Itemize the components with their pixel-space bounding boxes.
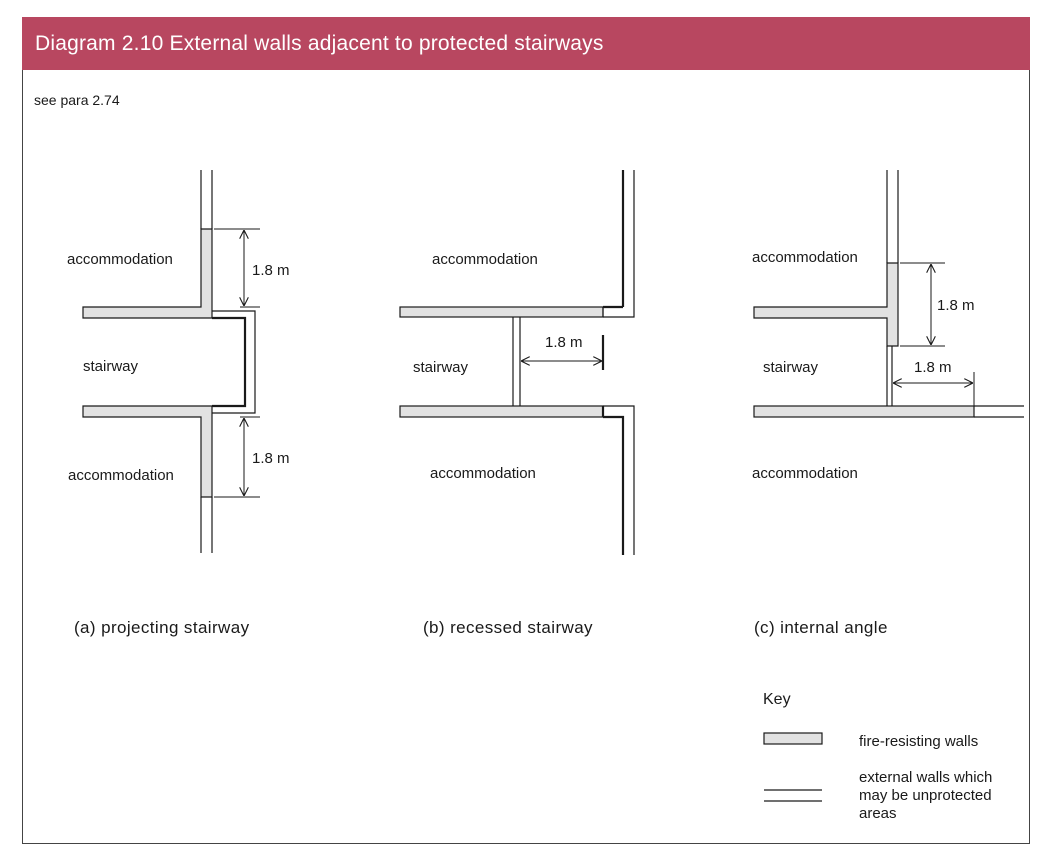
c-fire-resisting-wall-upper bbox=[753, 262, 899, 347]
key-legend: Key fire-resisting walls external walls … bbox=[763, 691, 992, 822]
para-reference: see para 2.74 bbox=[34, 92, 120, 108]
key-fire-resisting-swatch bbox=[763, 732, 823, 745]
a-dim-bottom-label: 1.8 m bbox=[252, 450, 290, 467]
b-label-bottom-room: accommodation bbox=[430, 465, 536, 482]
diagram-c-internal-angle: accommodation stairway accommodation 1.8… bbox=[752, 170, 1024, 637]
key-external-label-line-2: may be unprotected bbox=[859, 787, 992, 804]
key-external-label-line-3: areas bbox=[859, 805, 897, 822]
b-dim-label: 1.8 m bbox=[545, 334, 583, 351]
a-label-top-room: accommodation bbox=[67, 251, 173, 268]
c-label-bottom-room: accommodation bbox=[752, 465, 858, 482]
a-label-stairway: stairway bbox=[83, 358, 139, 375]
key-heading: Key bbox=[763, 691, 791, 708]
a-label-bottom-room: accommodation bbox=[68, 467, 174, 484]
key-external-label-line-1: external walls which bbox=[859, 769, 992, 786]
b-label-top-room: accommodation bbox=[432, 251, 538, 268]
b-lower-external-wall-inner bbox=[603, 415, 625, 555]
b-upper-fire-resisting-wall bbox=[399, 306, 604, 318]
c-dim-vertical-label: 1.8 m bbox=[937, 297, 975, 314]
b-lower-external-wall-outer bbox=[603, 405, 635, 555]
a-dim-top-label: 1.8 m bbox=[252, 262, 290, 279]
c-fire-resisting-wall-lower bbox=[753, 405, 975, 418]
diagram-a-projecting-stairway: accommodation stairway accommodation 1.8… bbox=[67, 170, 290, 637]
b-caption: (b) recessed stairway bbox=[423, 618, 593, 637]
diagram-b-recessed-stairway: accommodation stairway accommodation 1.8… bbox=[399, 170, 635, 637]
b-lower-fire-resisting-wall bbox=[399, 405, 604, 418]
a-upper-fire-resisting-wall bbox=[82, 228, 213, 319]
a-stair-enclosure-inner bbox=[212, 316, 247, 408]
b-label-stairway: stairway bbox=[413, 359, 469, 376]
a-stair-enclosure-outer bbox=[212, 310, 256, 414]
c-dim-horizontal-label: 1.8 m bbox=[914, 359, 952, 376]
key-fire-resisting-label: fire-resisting walls bbox=[859, 733, 978, 750]
c-label-top-room: accommodation bbox=[752, 249, 858, 266]
a-caption: (a) projecting stairway bbox=[74, 618, 250, 637]
b-upper-external-wall-outer bbox=[603, 170, 635, 318]
c-caption: (c) internal angle bbox=[754, 618, 888, 637]
c-label-stairway: stairway bbox=[763, 359, 819, 376]
diagram-title: Diagram 2.10 External walls adjacent to … bbox=[22, 17, 1030, 70]
